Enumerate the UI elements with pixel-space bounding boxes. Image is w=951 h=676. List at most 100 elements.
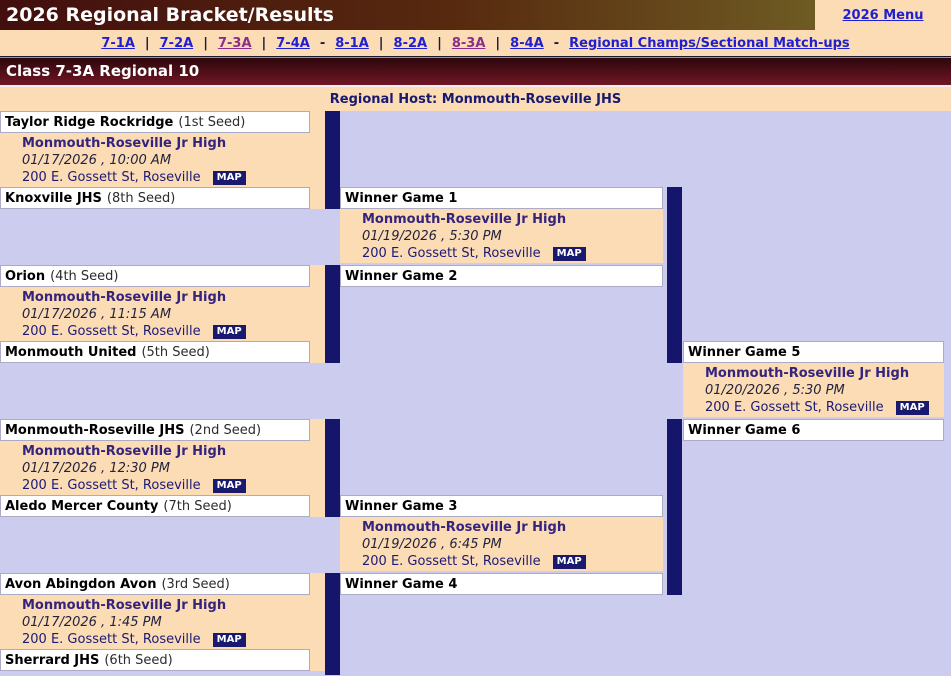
bracket-connector-bar xyxy=(667,187,682,363)
game-address: 200 E. Gossett St, Roseville xyxy=(22,170,201,185)
game-venue: Monmouth-Roseville Jr High xyxy=(22,136,227,151)
team-name: Aledo Mercer County xyxy=(5,498,159,514)
game-info-box: Monmouth-Roseville Jr High 01/17/2026 , … xyxy=(0,133,310,187)
winner-game-row: Winner Game 5 xyxy=(683,341,944,363)
team-seed: (6th Seed) xyxy=(104,652,173,668)
team-seed: (7th Seed) xyxy=(163,498,232,514)
game-datetime: 01/19/2026 , 6:45 PM xyxy=(362,537,502,552)
bracket-connector-bar xyxy=(325,111,340,209)
nav-link-7-3a[interactable]: 7-3A xyxy=(217,35,252,51)
nav-separator: | xyxy=(203,35,208,51)
nav-separator: | xyxy=(495,35,501,51)
map-link[interactable]: MAP xyxy=(552,246,586,261)
team-seed: (4th Seed) xyxy=(50,268,119,284)
game-address: 200 E. Gossett St, Roseville xyxy=(22,632,201,647)
map-link[interactable]: MAP xyxy=(212,632,246,647)
game-address: 200 E. Gossett St, Roseville xyxy=(22,478,201,493)
game-info-box: Monmouth-Roseville Jr High 01/20/2026 , … xyxy=(683,363,944,417)
nav-separator: | xyxy=(144,35,150,51)
team-row: Monmouth United (5th Seed) xyxy=(0,341,310,363)
team-seed: (3rd Seed) xyxy=(161,576,230,592)
header-menu-band: 2026 Menu xyxy=(815,0,951,30)
team-row: Avon Abingdon Avon (3rd Seed) xyxy=(0,573,310,595)
team-row: Orion (4th Seed) xyxy=(0,265,310,287)
nav-separator: | xyxy=(261,35,267,51)
team-seed: (2nd Seed) xyxy=(189,422,262,438)
nav-link-regional-champs[interactable]: Regional Champs/Sectional Match-ups xyxy=(569,35,850,51)
game-venue: Monmouth-Roseville Jr High xyxy=(22,444,227,459)
map-link[interactable]: MAP xyxy=(212,478,246,493)
team-row: Knoxville JHS (8th Seed) xyxy=(0,187,310,209)
winner-game-row: Winner Game 1 xyxy=(340,187,663,209)
regional-host-text: Regional Host: Monmouth-Roseville JHS xyxy=(329,91,622,107)
team-name: Monmouth United xyxy=(5,344,137,360)
game-address: 200 E. Gossett St, Roseville xyxy=(362,554,541,569)
game-venue: Monmouth-Roseville Jr High xyxy=(705,366,910,381)
team-name: Orion xyxy=(5,268,46,284)
game-venue: Monmouth-Roseville Jr High xyxy=(362,212,567,227)
winner-game-row: Winner Game 6 xyxy=(683,419,944,441)
team-row: Aledo Mercer County (7th Seed) xyxy=(0,495,310,517)
team-seed: (1st Seed) xyxy=(178,114,246,130)
game-address: 200 E. Gossett St, Roseville xyxy=(362,246,541,261)
nav-link-7-2a[interactable]: 7-2A xyxy=(159,35,194,51)
game-info-box: Monmouth-Roseville Jr High 01/17/2026 , … xyxy=(0,287,310,341)
class-header-bar: Class 7-3A Regional 10 xyxy=(0,56,951,85)
game-address: 200 E. Gossett St, Roseville xyxy=(22,324,201,339)
page-header: 2026 Regional Bracket/Results 2026 Menu xyxy=(0,0,951,30)
team-name: Taylor Ridge Rockridge xyxy=(5,114,174,130)
game-datetime: 01/17/2026 , 11:15 AM xyxy=(22,307,172,322)
winner-game-row: Winner Game 3 xyxy=(340,495,663,517)
team-seed: (5th Seed) xyxy=(141,344,210,360)
team-name: Knoxville JHS xyxy=(5,190,102,206)
winner-game-row: Winner Game 4 xyxy=(340,573,663,595)
menu-2026-link[interactable]: 2026 Menu xyxy=(842,7,924,23)
game-info-box: Monmouth-Roseville Jr High 01/17/2026 , … xyxy=(0,595,310,649)
team-row: Monmouth-Roseville JHS (2nd Seed) xyxy=(0,419,310,441)
game-info-box: Monmouth-Roseville Jr High 01/19/2026 , … xyxy=(340,517,663,571)
class-nav-bar: 7-1A | 7-2A | 7-3A | 7-4A - 8-1A | 8-2A … xyxy=(0,30,951,56)
nav-link-8-4a[interactable]: 8-4A xyxy=(510,35,544,51)
nav-link-8-1a[interactable]: 8-1A xyxy=(335,35,369,51)
team-name: Avon Abingdon Avon xyxy=(5,576,157,592)
bracket-connector-bar xyxy=(325,419,340,517)
divider xyxy=(0,85,951,87)
page-title: 2026 Regional Bracket/Results xyxy=(6,4,334,26)
map-link[interactable]: MAP xyxy=(212,170,246,185)
header-title-band: 2026 Regional Bracket/Results xyxy=(0,0,815,30)
nav-separator: | xyxy=(378,35,384,51)
game-info-box: Monmouth-Roseville Jr High 01/19/2026 , … xyxy=(340,209,663,263)
bracket-connector-bar xyxy=(325,265,340,363)
game-datetime: 01/17/2026 , 1:45 PM xyxy=(22,615,162,630)
game-address: 200 E. Gossett St, Roseville xyxy=(705,400,884,415)
game-venue: Monmouth-Roseville Jr High xyxy=(362,520,567,535)
bracket-connector-bar xyxy=(667,419,682,595)
team-row: Sherrard JHS (6th Seed) xyxy=(0,649,310,671)
winner-game-row: Winner Game 2 xyxy=(340,265,663,287)
nav-link-8-3a[interactable]: 8-3A xyxy=(451,35,486,51)
bracket-connector-bar xyxy=(325,573,340,675)
nav-link-8-2a[interactable]: 8-2A xyxy=(393,35,428,51)
game-datetime: 01/17/2026 , 10:00 AM xyxy=(22,153,172,168)
team-name: Sherrard JHS xyxy=(5,652,100,668)
game-datetime: 01/19/2026 , 5:30 PM xyxy=(362,229,502,244)
map-link[interactable]: MAP xyxy=(895,400,929,415)
game-datetime: 01/17/2026 , 12:30 PM xyxy=(22,461,170,476)
nav-link-7-1a[interactable]: 7-1A xyxy=(101,35,135,51)
game-info-box: Monmouth-Roseville Jr High 01/17/2026 , … xyxy=(0,441,310,495)
nav-separator: - xyxy=(553,35,560,51)
game-venue: Monmouth-Roseville Jr High xyxy=(22,598,227,613)
nav-link-7-4a[interactable]: 7-4A xyxy=(276,35,310,51)
regional-host-row: Regional Host: Monmouth-Roseville JHS xyxy=(0,87,951,111)
team-row: Taylor Ridge Rockridge (1st Seed) xyxy=(0,111,310,133)
game-datetime: 01/20/2026 , 5:30 PM xyxy=(705,383,845,398)
map-link[interactable]: MAP xyxy=(212,324,246,339)
nav-separator: - xyxy=(319,35,326,51)
class-header-title: Class 7-3A Regional 10 xyxy=(6,62,200,80)
nav-separator: | xyxy=(437,35,442,51)
game-venue: Monmouth-Roseville Jr High xyxy=(22,290,227,305)
team-name: Monmouth-Roseville JHS xyxy=(5,422,185,438)
team-seed: (8th Seed) xyxy=(106,190,176,206)
bracket-area: Taylor Ridge Rockridge (1st Seed) Knoxvi… xyxy=(0,111,951,675)
map-link[interactable]: MAP xyxy=(552,554,586,569)
